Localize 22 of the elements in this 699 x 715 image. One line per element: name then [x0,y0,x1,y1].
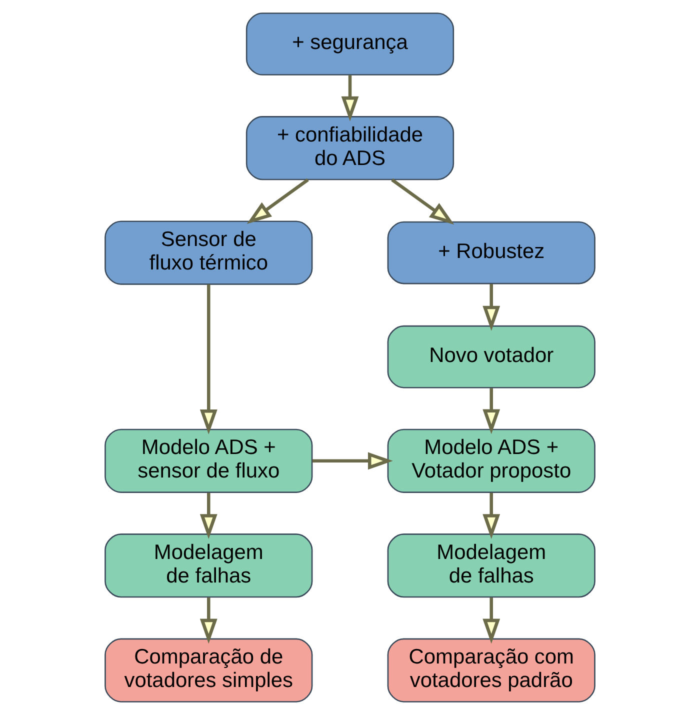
arrow [199,492,217,539]
arrow [246,178,308,224]
arrow [482,388,500,434]
node-box: + confiabilidade do ADS [245,116,454,180]
node-box: Sensor de fluxo térmico [104,220,312,285]
node-box: Comparação com votadores padrão [386,638,595,702]
arrow [199,598,217,644]
arrow [482,598,500,644]
arrow [390,178,454,225]
arrow [482,492,500,539]
node-box: Modelo ADS + Votador proposto [386,428,595,493]
node-box: Comparação de votadores simples [104,638,312,702]
node-box: + segurança [245,12,454,76]
arrow [340,75,358,122]
node-box: Novo votador [386,325,595,388]
node-box: Modelagem de falhas [104,534,312,598]
node-box: Modelagem de falhas [386,534,595,598]
arrow [199,284,217,434]
node-box: + Robustez [386,221,595,284]
arrow [482,284,500,331]
arrow [312,452,392,470]
node-box: Modelo ADS + sensor de fluxo [104,428,312,493]
